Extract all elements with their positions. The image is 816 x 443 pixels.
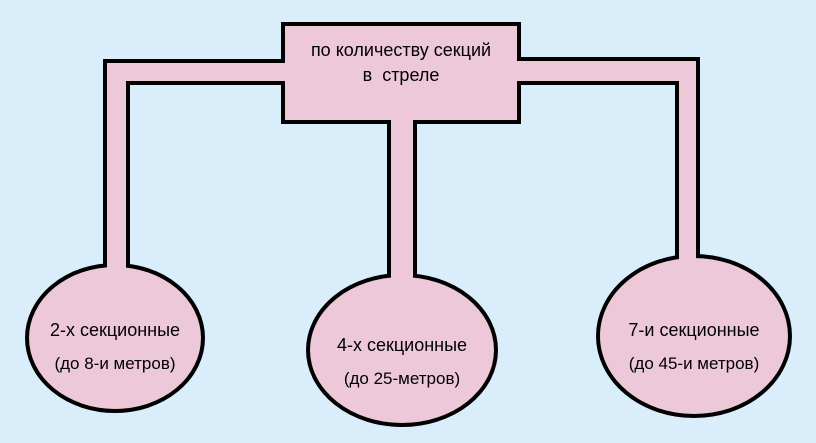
root-box-line1: по количеству секций [310, 40, 492, 60]
node-label-2-section: 2-х секционные (до 8-и метров) [25, 320, 205, 374]
node-label-4-section: 4-х секционные (до 25-метров) [306, 335, 498, 389]
root-box-line2: в стреле [362, 65, 440, 85]
connector-right [496, 57, 700, 284]
node-0-line2: (до 8-и метров) [54, 354, 176, 373]
node-2-line2: (до 45-и метров) [628, 354, 760, 373]
fill-pass [29, 26, 788, 423]
node-1-line1: 4-х секционные [336, 335, 468, 355]
node-label-7-section: 7-и секционные (до 45-и метров) [596, 320, 792, 374]
node-1-line2: (до 25-метров) [343, 369, 461, 388]
node-2-line1: 7-и секционные [628, 320, 760, 340]
connector-left [103, 59, 304, 289]
root-box-label: по количеству секций в стреле [283, 38, 519, 88]
node-0-line1: 2-х секционные [49, 320, 181, 340]
